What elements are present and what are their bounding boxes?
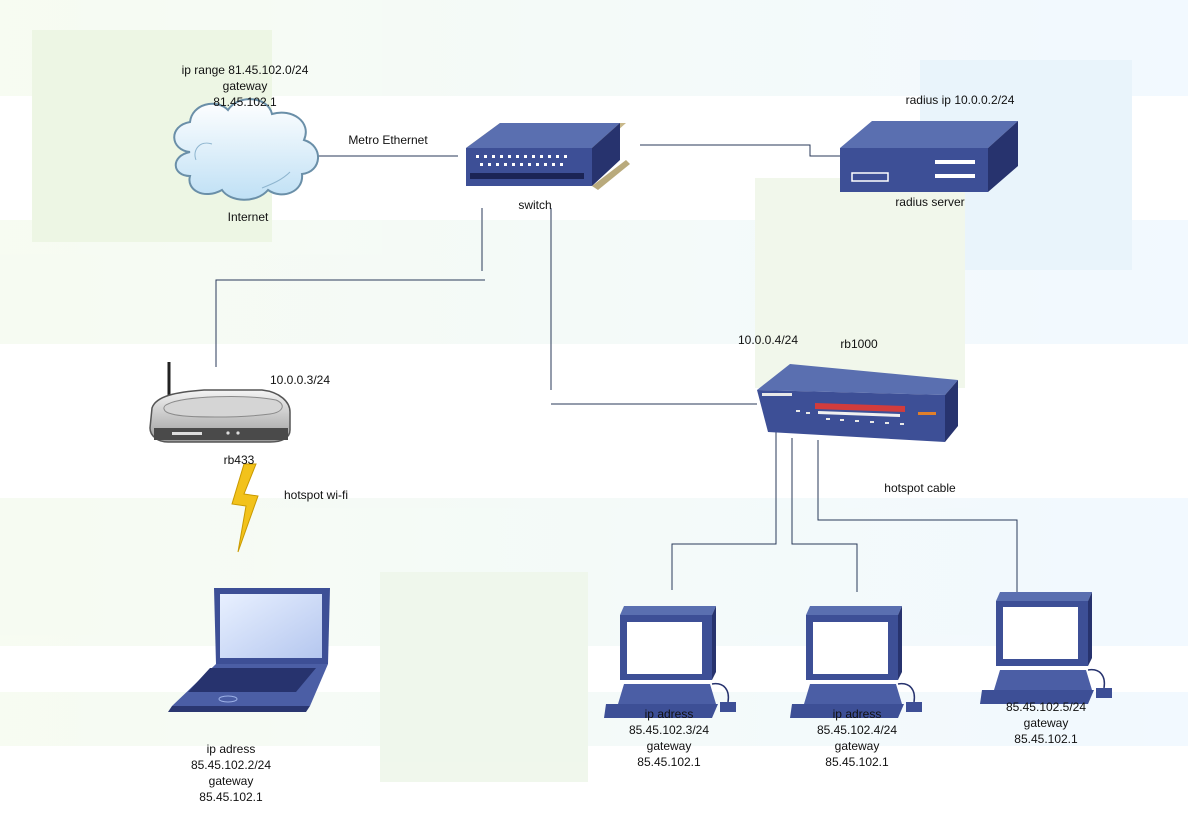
pc3-line3: 85.45.102.1 xyxy=(1014,732,1078,746)
pc3-line2: gateway xyxy=(1023,716,1069,730)
hotspot-cable-label: hotspot cable xyxy=(884,481,956,495)
internet-range-line2: gateway xyxy=(222,79,268,93)
pc1-icon xyxy=(604,606,736,718)
rb1000-router-icon xyxy=(757,364,958,442)
rb433-ip-label: 10.0.0.3/24 xyxy=(269,373,331,387)
hotspot-wifi-label: hotspot wi-fi xyxy=(283,488,349,502)
laptop-line1: ip adress xyxy=(206,742,256,756)
lightning-icon xyxy=(231,463,259,553)
pc1-ip-label: ip adress 85.45.102.3/24 gateway 85.45.1… xyxy=(614,706,724,770)
internet-range-line3: 81.45.102.1 xyxy=(213,95,277,109)
rb433-label: rb433 xyxy=(223,453,255,467)
laptop-line4: 85.45.102.1 xyxy=(199,790,263,804)
internet-range-label: ip range 81.45.102.0/24 gateway 81.45.10… xyxy=(160,62,330,110)
pc2-ip-label: ip adress 85.45.102.4/24 gateway 85.45.1… xyxy=(802,706,912,770)
line-rb1000-pc1 xyxy=(671,432,777,590)
pc2-icon xyxy=(790,606,922,718)
metro-ethernet-label: Metro Ethernet xyxy=(348,133,428,147)
pc1-line1: ip adress xyxy=(644,707,694,721)
pc2-line1: ip adress xyxy=(832,707,882,721)
pc3-ip-label: 85.45.102.5/24 gateway 85.45.102.1 xyxy=(991,699,1101,747)
switch-label: switch xyxy=(518,198,552,212)
rb433-router-icon xyxy=(149,362,291,443)
pc2-line3: gateway xyxy=(834,739,880,753)
pc2-line4: 85.45.102.1 xyxy=(825,755,889,769)
pc3-line1: 85.45.102.5/24 xyxy=(1005,700,1087,714)
line-rb1000-pc2 xyxy=(791,438,858,592)
switch-icon xyxy=(466,123,630,190)
rb1000-ip-label: 10.0.0.4/24 xyxy=(737,333,799,347)
radius-server-icon xyxy=(840,121,1018,192)
internet-range-line1: ip range 81.45.102.0/24 xyxy=(181,63,309,77)
laptop-line2: 85.45.102.2/24 xyxy=(190,758,272,772)
pc1-line4: 85.45.102.1 xyxy=(637,755,701,769)
line-switch-rb433 xyxy=(215,279,485,367)
line-switch-radius xyxy=(640,144,840,157)
line-rb1000-pc3 xyxy=(817,440,1018,592)
connection-lines xyxy=(215,144,1018,592)
pc3-icon xyxy=(980,592,1112,704)
radius-ip-label: radius ip 10.0.0.2/24 xyxy=(905,93,1015,107)
rb1000-label: rb1000 xyxy=(840,337,878,351)
laptop-ip-label: ip adress 85.45.102.2/24 gateway 85.45.1… xyxy=(176,741,286,805)
pc1-line2: 85.45.102.3/24 xyxy=(628,723,710,737)
internet-cloud-icon xyxy=(173,98,319,201)
internet-label: Internet xyxy=(227,210,269,224)
pc1-line3: gateway xyxy=(646,739,692,753)
laptop-icon xyxy=(168,588,330,712)
radius-server-label: radius server xyxy=(895,195,965,209)
laptop-line3: gateway xyxy=(208,774,254,788)
pc2-line2: 85.45.102.4/24 xyxy=(816,723,898,737)
